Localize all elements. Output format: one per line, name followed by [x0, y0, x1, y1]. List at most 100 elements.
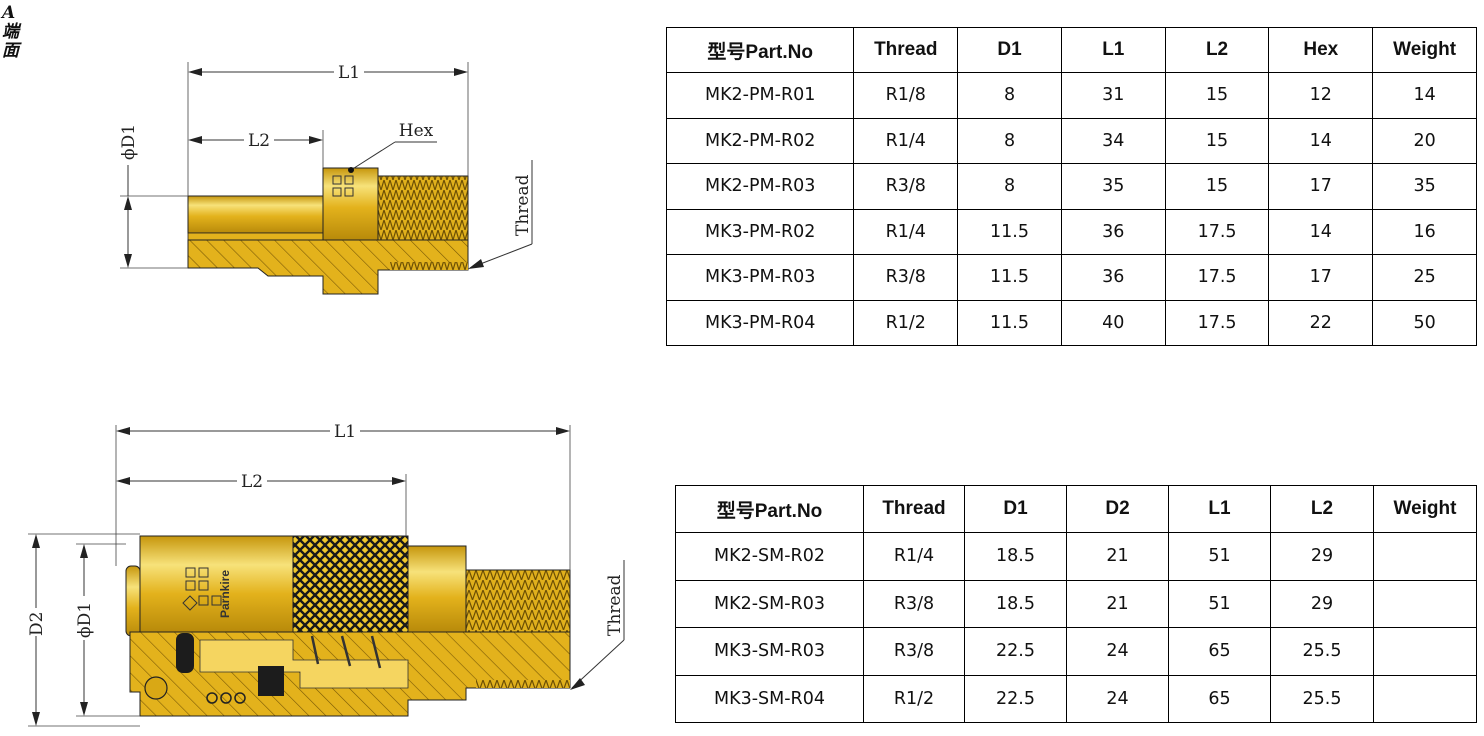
- table-row: MK2-PM-R02 R1/4 8 34 15 14 20: [665, 117, 1477, 164]
- socket-d2-label: D2: [27, 612, 47, 636]
- table-row: MK2-PM-R03 R3/8 8 35 15 17 35: [665, 163, 1477, 210]
- plug-l2-label: L2: [248, 131, 270, 151]
- table-cell: MK3-SM-R04: [675, 674, 864, 723]
- hex-logo-icon: [332, 175, 354, 197]
- table-cell: R1/4: [853, 208, 959, 255]
- table-cell: 22: [1268, 299, 1374, 346]
- table-cell: MK2-SM-R02: [675, 532, 864, 581]
- table-row: MK3-SM-R04 R1/2 22.5 24 65 25.5: [675, 674, 1477, 723]
- socket-l1-label: L1: [334, 422, 356, 442]
- plug-hex-label: Hex: [399, 121, 434, 141]
- plug-drawing: L1 L2 Hex ϕD1 Thread: [100, 50, 560, 310]
- side-label-char: A: [2, 3, 16, 23]
- table-cell: 20: [1372, 117, 1477, 164]
- table-cell: 65: [1168, 674, 1271, 723]
- table-cell: 21: [1066, 579, 1169, 628]
- table-cell: [1373, 579, 1477, 628]
- table-row: MK3-SM-R03 R3/8 22.5 24 65 25.5: [675, 627, 1477, 676]
- table-cell: 25.5: [1270, 674, 1374, 723]
- table-header-row: 型号Part.No Thread D1 D2 L1 L2 Weight: [675, 485, 1477, 533]
- table-cell: 17.5: [1164, 208, 1270, 255]
- table-cell: MK2-SM-R03: [675, 579, 864, 628]
- table-cell: 36: [1060, 208, 1166, 255]
- header-d1: D1: [957, 27, 1062, 73]
- header-part-no: 型号Part.No: [675, 485, 864, 533]
- table-cell: MK3-PM-R03: [665, 254, 855, 301]
- header-l2: L2: [1270, 485, 1374, 533]
- table-cell: [1373, 627, 1477, 676]
- header-d1: D1: [964, 485, 1067, 533]
- table-cell: MK2-PM-R03: [665, 163, 855, 210]
- table-cell: R3/8: [863, 579, 965, 628]
- table-cell: 8: [957, 72, 1062, 119]
- table-cell: 35: [1060, 163, 1166, 210]
- table-cell: 35: [1372, 163, 1477, 210]
- table-cell: 29: [1270, 532, 1374, 581]
- socket-drawing: Parnkire L1 L2 D2 ϕD1 Thread: [20, 415, 640, 730]
- table-cell: 14: [1268, 117, 1374, 164]
- socket-l2-label: L2: [241, 472, 263, 492]
- header-weight: Weight: [1372, 27, 1477, 73]
- table-cell: R1/4: [863, 532, 965, 581]
- table-cell: 22.5: [964, 627, 1067, 676]
- table-cell: 17.5: [1164, 254, 1270, 301]
- socket-brand-text: Parnkire: [218, 570, 232, 618]
- header-weight: Weight: [1373, 485, 1477, 533]
- table-cell: 65: [1168, 627, 1271, 676]
- table-cell: MK3-SM-R03: [675, 627, 864, 676]
- table-cell: 25: [1372, 254, 1477, 301]
- socket-thread-label: Thread: [605, 574, 625, 636]
- table-cell: 8: [957, 117, 1062, 164]
- table-cell: 15: [1164, 117, 1270, 164]
- header-l2: L2: [1164, 27, 1270, 73]
- table-cell: [1373, 532, 1477, 581]
- table-cell: 50: [1372, 299, 1477, 346]
- table-cell: 11.5: [957, 208, 1062, 255]
- plug-thread-label: Thread: [513, 174, 533, 236]
- header-thread: Thread: [863, 485, 965, 533]
- table-cell: 34: [1060, 117, 1166, 164]
- table-cell: 31: [1060, 72, 1166, 119]
- side-label-char: 端: [2, 22, 19, 42]
- table-cell: 11.5: [957, 254, 1062, 301]
- side-label: A 端 面: [2, 4, 28, 61]
- table-cell: 40: [1060, 299, 1166, 346]
- table-cell: 17: [1268, 254, 1374, 301]
- table-cell: 14: [1268, 208, 1374, 255]
- header-l1: L1: [1060, 27, 1166, 73]
- plug-spec-table: 型号Part.No Thread D1 L1 L2 Hex Weight MK2…: [665, 27, 1477, 346]
- table-cell: 17.5: [1164, 299, 1270, 346]
- table-cell: 18.5: [964, 532, 1067, 581]
- table-cell: R3/8: [853, 163, 959, 210]
- table-cell: MK3-PM-R02: [665, 208, 855, 255]
- table-header-row: 型号Part.No Thread D1 L1 L2 Hex Weight: [665, 27, 1477, 73]
- header-l1: L1: [1168, 485, 1271, 533]
- table-cell: R3/8: [853, 254, 959, 301]
- header-part-no: 型号Part.No: [665, 27, 855, 73]
- table-cell: 15: [1164, 72, 1270, 119]
- table-cell: 8: [957, 163, 1062, 210]
- table-cell: R1/8: [853, 72, 959, 119]
- table-cell: R1/2: [853, 299, 959, 346]
- table-cell: R1/4: [853, 117, 959, 164]
- table-cell: 18.5: [964, 579, 1067, 628]
- socket-spec-table: 型号Part.No Thread D1 D2 L1 L2 Weight MK2-…: [675, 485, 1477, 723]
- table-cell: 29: [1270, 579, 1374, 628]
- table-row: MK3-PM-R03 R3/8 11.5 36 17.5 17 25: [665, 254, 1477, 301]
- plug-d1-label: ϕD1: [119, 124, 139, 160]
- table-cell: 22.5: [964, 674, 1067, 723]
- table-cell: 24: [1066, 674, 1169, 723]
- table-row: MK2-SM-R02 R1/4 18.5 21 51 29: [675, 532, 1477, 581]
- table-cell: 14: [1372, 72, 1477, 119]
- side-label-char: 面: [2, 41, 19, 61]
- plug-l1-label: L1: [338, 63, 360, 83]
- table-row: MK3-PM-R02 R1/4 11.5 36 17.5 14 16: [665, 208, 1477, 255]
- table-cell: R1/2: [863, 674, 965, 723]
- table-cell: 24: [1066, 627, 1169, 676]
- table-cell: 36: [1060, 254, 1166, 301]
- table-cell: [1373, 674, 1477, 723]
- socket-logo-icon: [182, 567, 222, 611]
- socket-d1-label: ϕD1: [75, 602, 95, 638]
- header-thread: Thread: [853, 27, 959, 73]
- table-row: MK3-PM-R04 R1/2 11.5 40 17.5 22 50: [665, 299, 1477, 346]
